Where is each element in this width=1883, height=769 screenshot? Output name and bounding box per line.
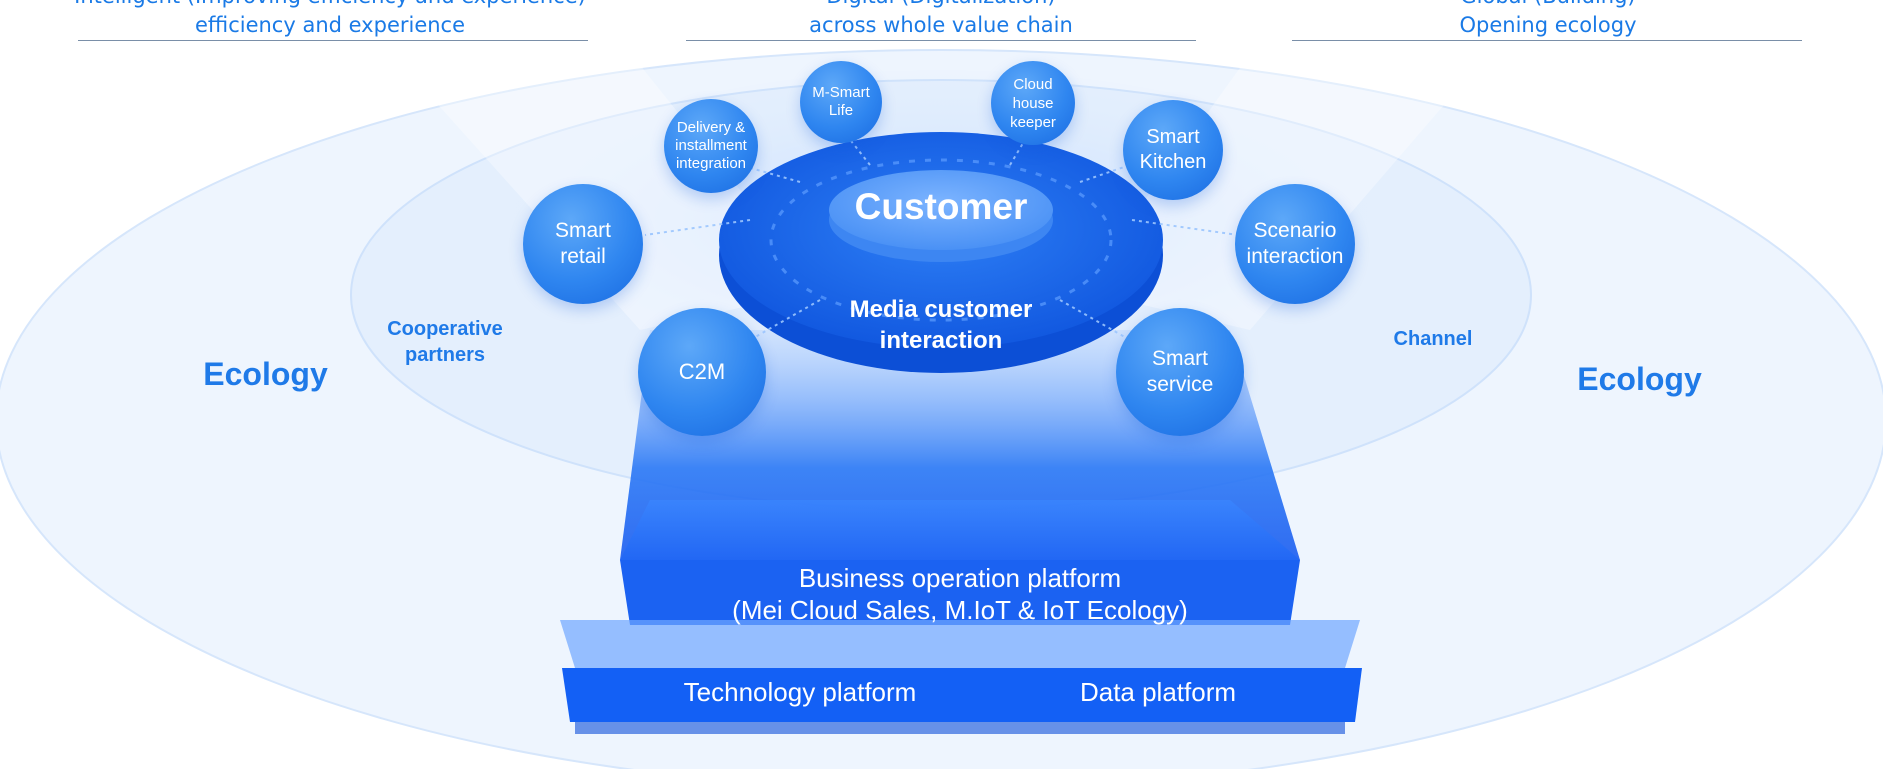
media-interaction-label: Media customer interaction xyxy=(800,294,1082,356)
bubble-text: installment xyxy=(675,137,747,154)
header-col2-line1: Digital (Digitalization) xyxy=(681,0,1201,9)
customer-label: Customer xyxy=(854,186,1028,227)
bubble-text: Smart xyxy=(554,219,611,242)
business-platform-line1: Business operation platform xyxy=(798,563,1122,593)
bubble-text: C2M xyxy=(678,359,726,384)
media-interaction-line2: interaction xyxy=(879,327,1003,354)
bubble-text: Delivery & xyxy=(676,119,746,136)
cooperative-partners-label: Cooperative partners xyxy=(387,318,503,366)
channel-label: Channel xyxy=(1393,328,1473,350)
bubble-smart-service: Smart service xyxy=(1116,308,1244,436)
header-col1-line2: efficiency and experience xyxy=(194,13,466,37)
bubble-c2m: C2M xyxy=(638,308,766,436)
ecology-left-label: Ecology xyxy=(203,356,328,392)
bubble-smart-retail: Smart retail xyxy=(523,184,643,304)
header-col1-line1: Intelligent (Improving efficiency and ex… xyxy=(70,0,590,9)
header-col2-divider xyxy=(686,40,1196,41)
bubble-text: M-Smart xyxy=(812,84,870,101)
header-col2-line2: across whole value chain xyxy=(809,13,1073,37)
bubble-text: Smart xyxy=(1146,126,1200,148)
bubble-text: integration xyxy=(675,155,747,172)
header-col3-line1: Global (Building) xyxy=(1288,0,1808,9)
bubble-text: Cloud xyxy=(1013,75,1053,93)
bubble-text: retail xyxy=(560,245,606,268)
bubble-text: house xyxy=(1012,94,1054,112)
bubble-text: Life xyxy=(828,102,854,119)
header-col3-line2: Opening ecology xyxy=(1459,13,1637,37)
media-interaction-line1: Media customer xyxy=(849,296,1033,323)
bubble-text: Smart xyxy=(1151,347,1208,370)
header-col3-divider xyxy=(1292,40,1802,41)
business-platform-line2: (Mei Cloud Sales, M.IoT & IoT Ecology) xyxy=(732,595,1188,625)
bubble-text: keeper xyxy=(1010,113,1056,131)
technology-platform-label: Technology platform xyxy=(683,677,917,707)
ecology-right-label: Ecology xyxy=(1577,361,1702,397)
bubble-scenario-interaction: Scenario interaction xyxy=(1235,184,1355,304)
bubble-text: interaction xyxy=(1246,245,1344,268)
bubble-text: Kitchen xyxy=(1139,151,1207,173)
business-platform-label: Business operation platform (Mei Cloud S… xyxy=(640,562,1280,626)
bubble-text: Scenario xyxy=(1253,219,1337,242)
data-platform-label: Data platform xyxy=(1079,677,1237,707)
header-col1-divider xyxy=(78,40,588,41)
bubble-text: service xyxy=(1146,373,1214,396)
